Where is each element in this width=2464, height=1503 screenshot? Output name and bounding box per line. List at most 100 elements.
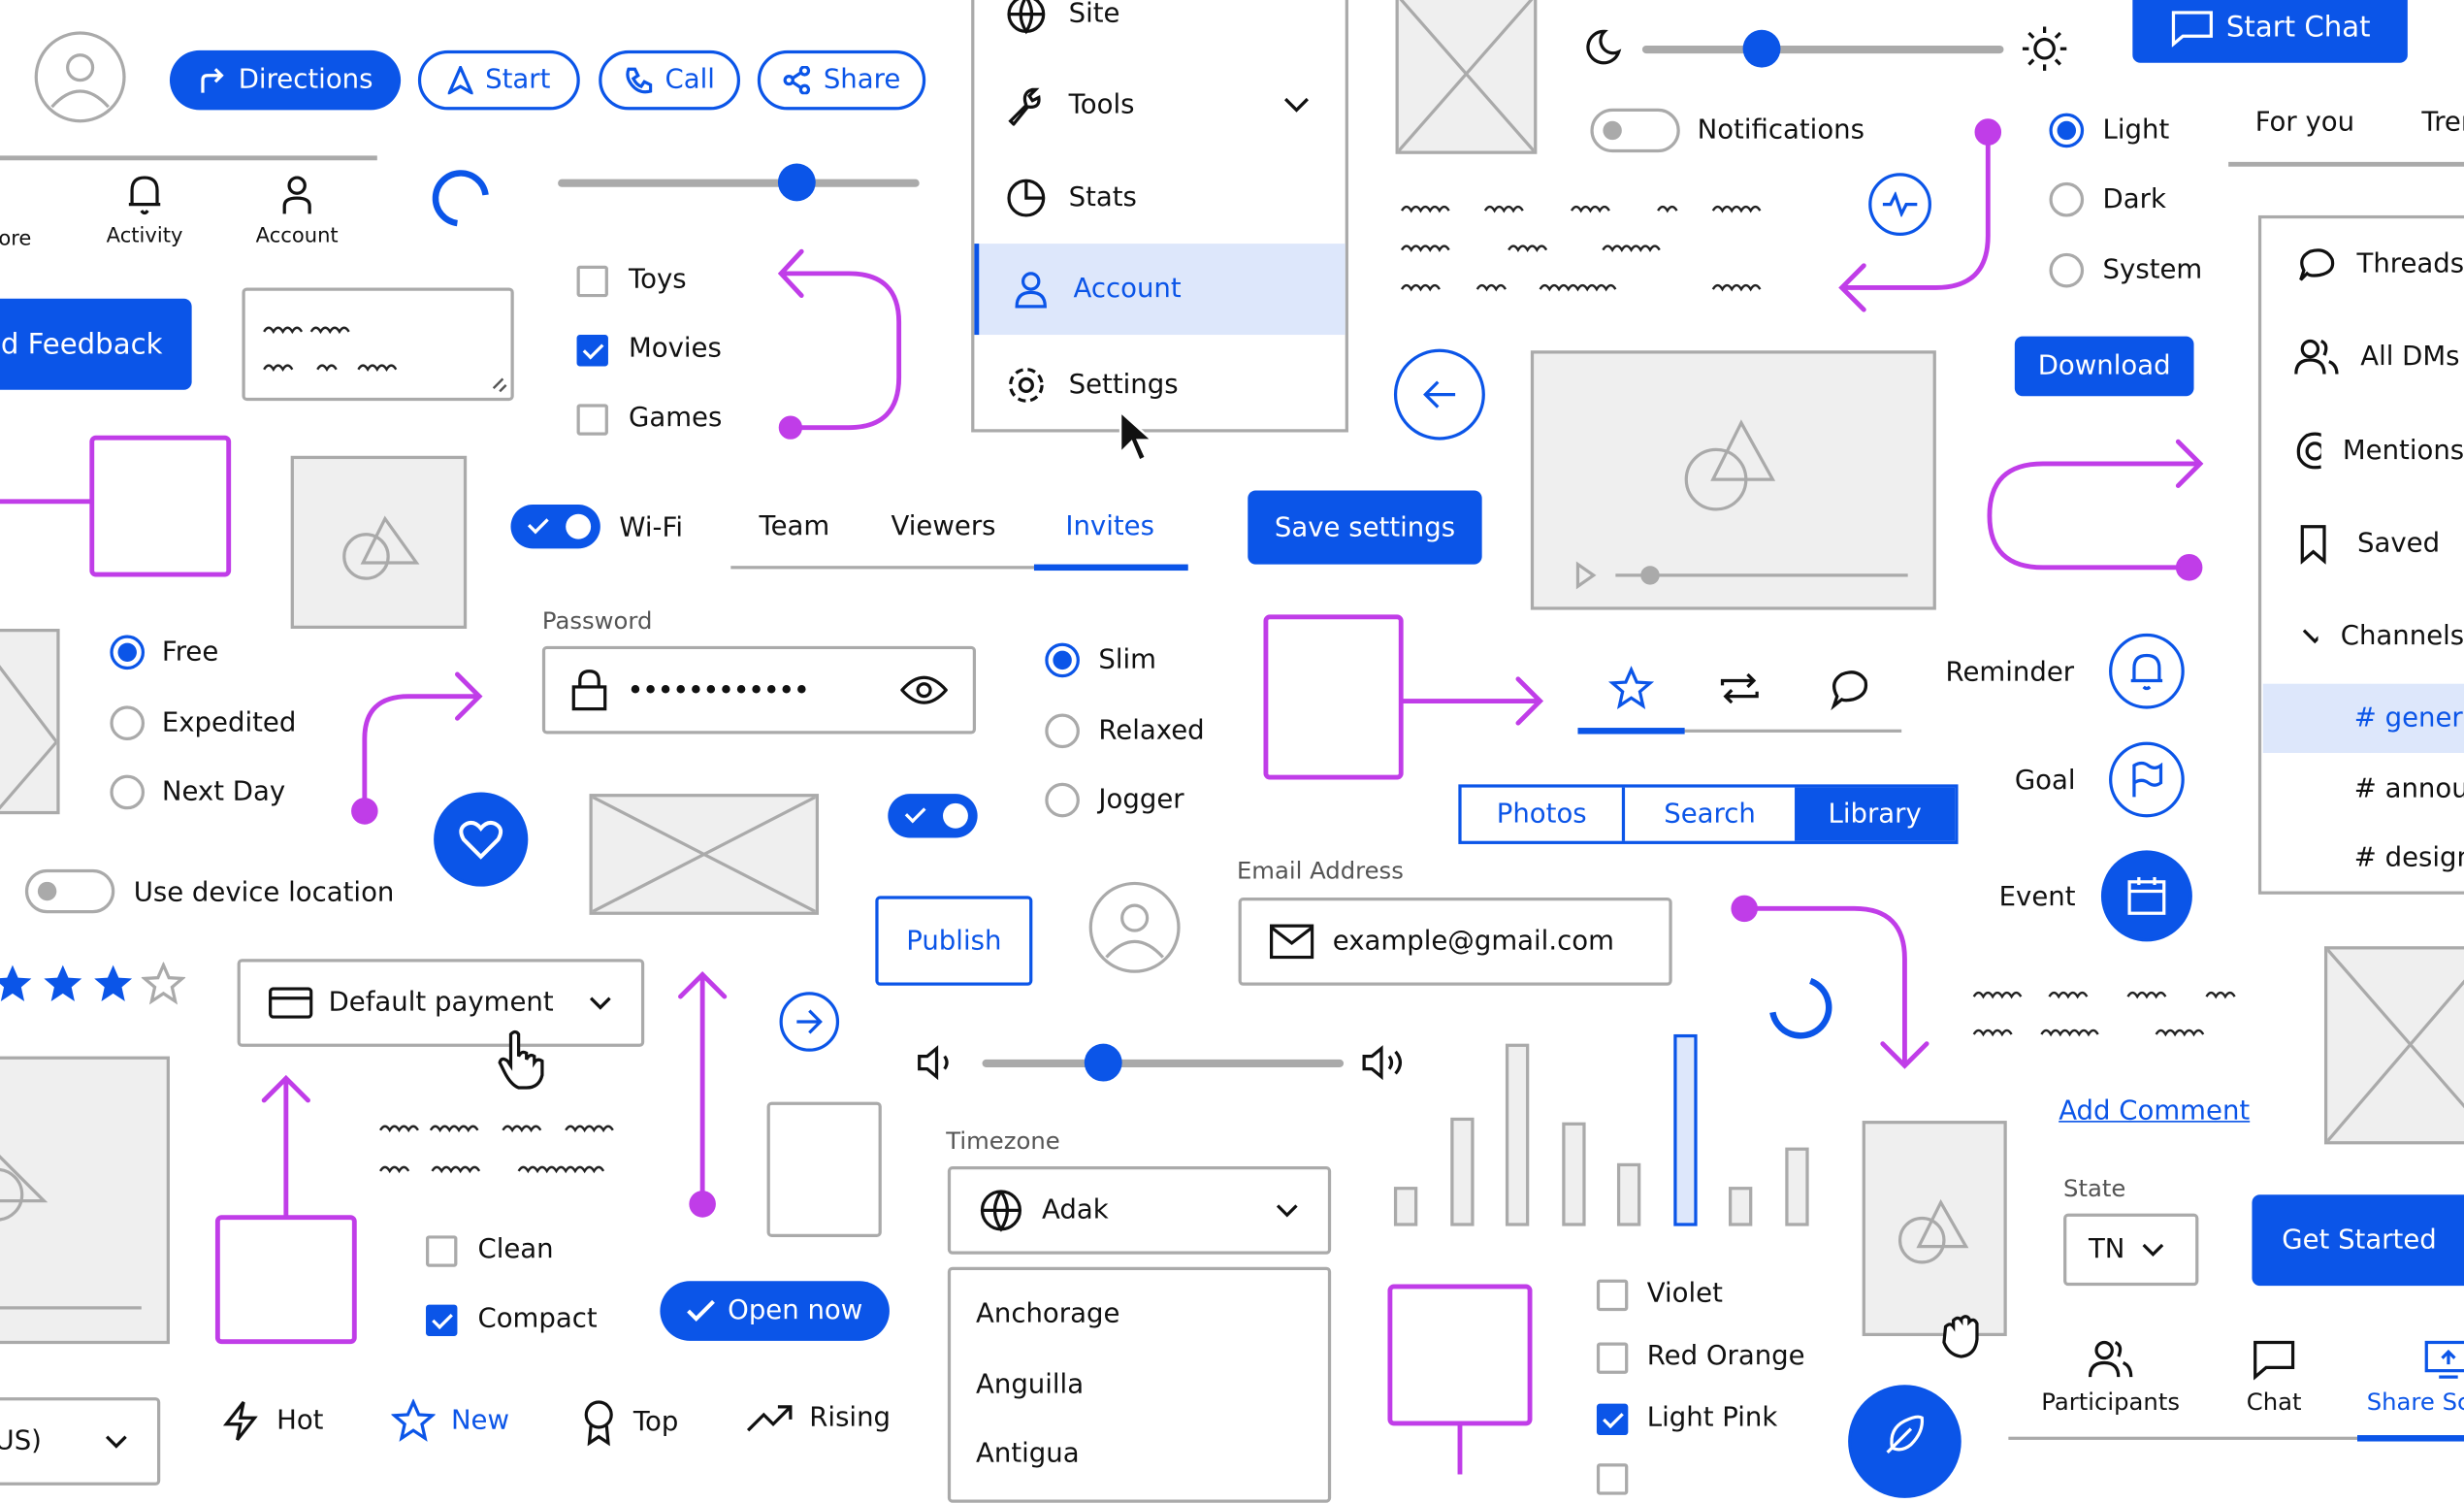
tab-team[interactable]: Team bbox=[759, 510, 830, 542]
star-empty-icon[interactable] bbox=[141, 962, 186, 1005]
sort-tab-hot[interactable]: Hot bbox=[220, 1399, 323, 1443]
radio-next-day[interactable] bbox=[110, 774, 146, 810]
timezone-option[interactable]: Antigua bbox=[976, 1438, 1080, 1470]
radio-slim[interactable] bbox=[1045, 642, 1080, 678]
star-rating[interactable] bbox=[0, 962, 186, 1005]
comment-icon[interactable] bbox=[1828, 667, 1871, 711]
avatar[interactable] bbox=[34, 31, 126, 123]
call-nav-share-screen[interactable]: Share Screen bbox=[2367, 1339, 2464, 1417]
timezone-option[interactable]: Anguilla bbox=[976, 1369, 1085, 1401]
volume-slider-thumb[interactable] bbox=[1084, 1043, 1122, 1082]
menu-item-settings[interactable]: Settings bbox=[974, 340, 1345, 431]
radio-dark[interactable] bbox=[2049, 181, 2085, 217]
segment-search[interactable]: Search bbox=[1664, 798, 1756, 831]
sidebar-item-threads[interactable]: Threads bbox=[2263, 230, 2464, 299]
device-location-toggle[interactable] bbox=[24, 868, 115, 914]
radio-light[interactable] bbox=[2049, 113, 2085, 148]
event-button[interactable] bbox=[2100, 850, 2192, 942]
reminder-button[interactable] bbox=[2109, 633, 2185, 709]
segment-photos[interactable]: Photos bbox=[1462, 787, 1626, 841]
checkbox-red-orange[interactable] bbox=[1596, 1342, 1629, 1374]
email-field[interactable]: example@gmail.com bbox=[1238, 898, 1672, 986]
sort-tab-top[interactable]: Top bbox=[580, 1399, 678, 1447]
call-nav-chat[interactable]: Chat bbox=[2227, 1339, 2321, 1417]
favorite-button[interactable] bbox=[434, 792, 529, 887]
sort-tab-rising[interactable]: Rising bbox=[746, 1399, 891, 1437]
segment-library[interactable]: Library bbox=[1795, 787, 1956, 841]
nav-item-account[interactable]: Account bbox=[250, 173, 344, 254]
checkbox-violet[interactable] bbox=[1596, 1279, 1629, 1312]
eye-icon[interactable] bbox=[900, 674, 948, 705]
channel-general[interactable]: # general bbox=[2262, 683, 2464, 753]
payment-select[interactable]: Default payment bbox=[237, 959, 645, 1047]
get-started-button[interactable]: Get Started bbox=[2252, 1194, 2464, 1287]
start-chat-button[interactable]: Start Chat bbox=[2132, 0, 2408, 63]
checkbox-compact[interactable] bbox=[426, 1304, 458, 1336]
volume-slider-track[interactable] bbox=[982, 1059, 1345, 1067]
checkbox-more[interactable] bbox=[1596, 1463, 1629, 1495]
comment-textarea[interactable] bbox=[242, 287, 514, 402]
timezone-option[interactable]: Anchorage bbox=[976, 1298, 1120, 1330]
region-select[interactable]: (US) bbox=[0, 1397, 161, 1486]
checkbox-light-pink[interactable] bbox=[1596, 1403, 1629, 1436]
repeat-icon[interactable] bbox=[1718, 667, 1762, 710]
call-button[interactable]: Call bbox=[599, 49, 741, 111]
sidebar-item-channels[interactable]: Channels bbox=[2263, 602, 2464, 670]
start-button[interactable]: Start bbox=[417, 49, 580, 111]
save-settings-button[interactable]: Save settings bbox=[1248, 490, 1482, 565]
wifi-toggle[interactable] bbox=[510, 505, 600, 549]
checkbox-movies[interactable] bbox=[576, 335, 608, 367]
channel-design[interactable]: # design bbox=[2263, 824, 2464, 893]
compose-fab[interactable] bbox=[1848, 1385, 1961, 1498]
menu-item-tools[interactable]: Tools bbox=[974, 60, 1345, 151]
radio-jogger[interactable] bbox=[1045, 782, 1080, 818]
star-filled-icon[interactable] bbox=[0, 962, 35, 1005]
back-button[interactable] bbox=[1393, 348, 1485, 441]
tab-for-you[interactable]: For you bbox=[2254, 107, 2355, 139]
radio-system[interactable] bbox=[2049, 252, 2085, 288]
menu-item-stats[interactable]: Stats bbox=[974, 152, 1345, 244]
sidebar-item-mentions[interactable]: Mentions bbox=[2263, 416, 2464, 485]
sort-tab-new[interactable]: New bbox=[391, 1398, 509, 1443]
brightness-slider-thumb[interactable] bbox=[1742, 29, 1781, 68]
directions-button[interactable]: Directions bbox=[169, 49, 402, 111]
brightness-slider-track[interactable] bbox=[1641, 45, 2004, 54]
nav-item-activity[interactable]: Activity bbox=[97, 173, 191, 254]
menu-item-account[interactable]: Account bbox=[974, 244, 1345, 336]
star-filled-icon[interactable] bbox=[41, 962, 84, 1005]
state-select[interactable]: TN bbox=[2063, 1213, 2199, 1287]
open-now-button[interactable]: Open now bbox=[660, 1281, 890, 1341]
send-feedback-button[interactable]: Send Feedback bbox=[0, 298, 192, 390]
publish-button[interactable]: Publish bbox=[875, 896, 1033, 986]
star-icon[interactable] bbox=[1607, 666, 1655, 710]
checkbox-games[interactable] bbox=[576, 404, 608, 436]
star-filled-icon[interactable] bbox=[91, 962, 135, 1005]
add-comment-link[interactable]: Add Comment bbox=[2059, 1095, 2251, 1127]
notifications-toggle[interactable] bbox=[1590, 108, 1680, 153]
video-player-placeholder[interactable] bbox=[1530, 350, 1936, 610]
activity-button[interactable] bbox=[1868, 173, 1931, 236]
checkbox-clean[interactable] bbox=[426, 1235, 458, 1267]
checkbox-toys[interactable] bbox=[576, 265, 608, 298]
goal-button[interactable] bbox=[2109, 741, 2185, 818]
radio-expedited[interactable] bbox=[110, 705, 146, 741]
timezone-select[interactable]: Adak bbox=[947, 1166, 1332, 1255]
slider-track[interactable] bbox=[558, 179, 920, 187]
toggle-switch[interactable] bbox=[888, 794, 978, 838]
radio-free[interactable] bbox=[110, 635, 146, 670]
forward-button[interactable] bbox=[779, 992, 840, 1052]
tab-trending[interactable]: Trending bbox=[2421, 107, 2464, 139]
call-nav-participants[interactable]: Participants bbox=[2032, 1339, 2189, 1417]
radio-relaxed[interactable] bbox=[1045, 713, 1080, 749]
sidebar-item-all-dms[interactable]: All DMs bbox=[2263, 322, 2464, 391]
share-button[interactable]: Share bbox=[757, 49, 926, 111]
avatar[interactable] bbox=[1088, 881, 1181, 973]
tab-invites[interactable]: Invites bbox=[1065, 510, 1154, 542]
sidebar-item-saved[interactable]: Saved bbox=[2263, 509, 2464, 578]
menu-item-site[interactable]: Site bbox=[974, 0, 1345, 60]
slider-thumb[interactable] bbox=[777, 163, 816, 202]
nav-item-explore[interactable]: Explore bbox=[0, 176, 31, 254]
password-field[interactable]: •••••••••••• bbox=[541, 645, 977, 735]
channel-announcements[interactable]: # announcements bbox=[2263, 755, 2464, 824]
tab-viewers[interactable]: Viewers bbox=[891, 510, 996, 542]
